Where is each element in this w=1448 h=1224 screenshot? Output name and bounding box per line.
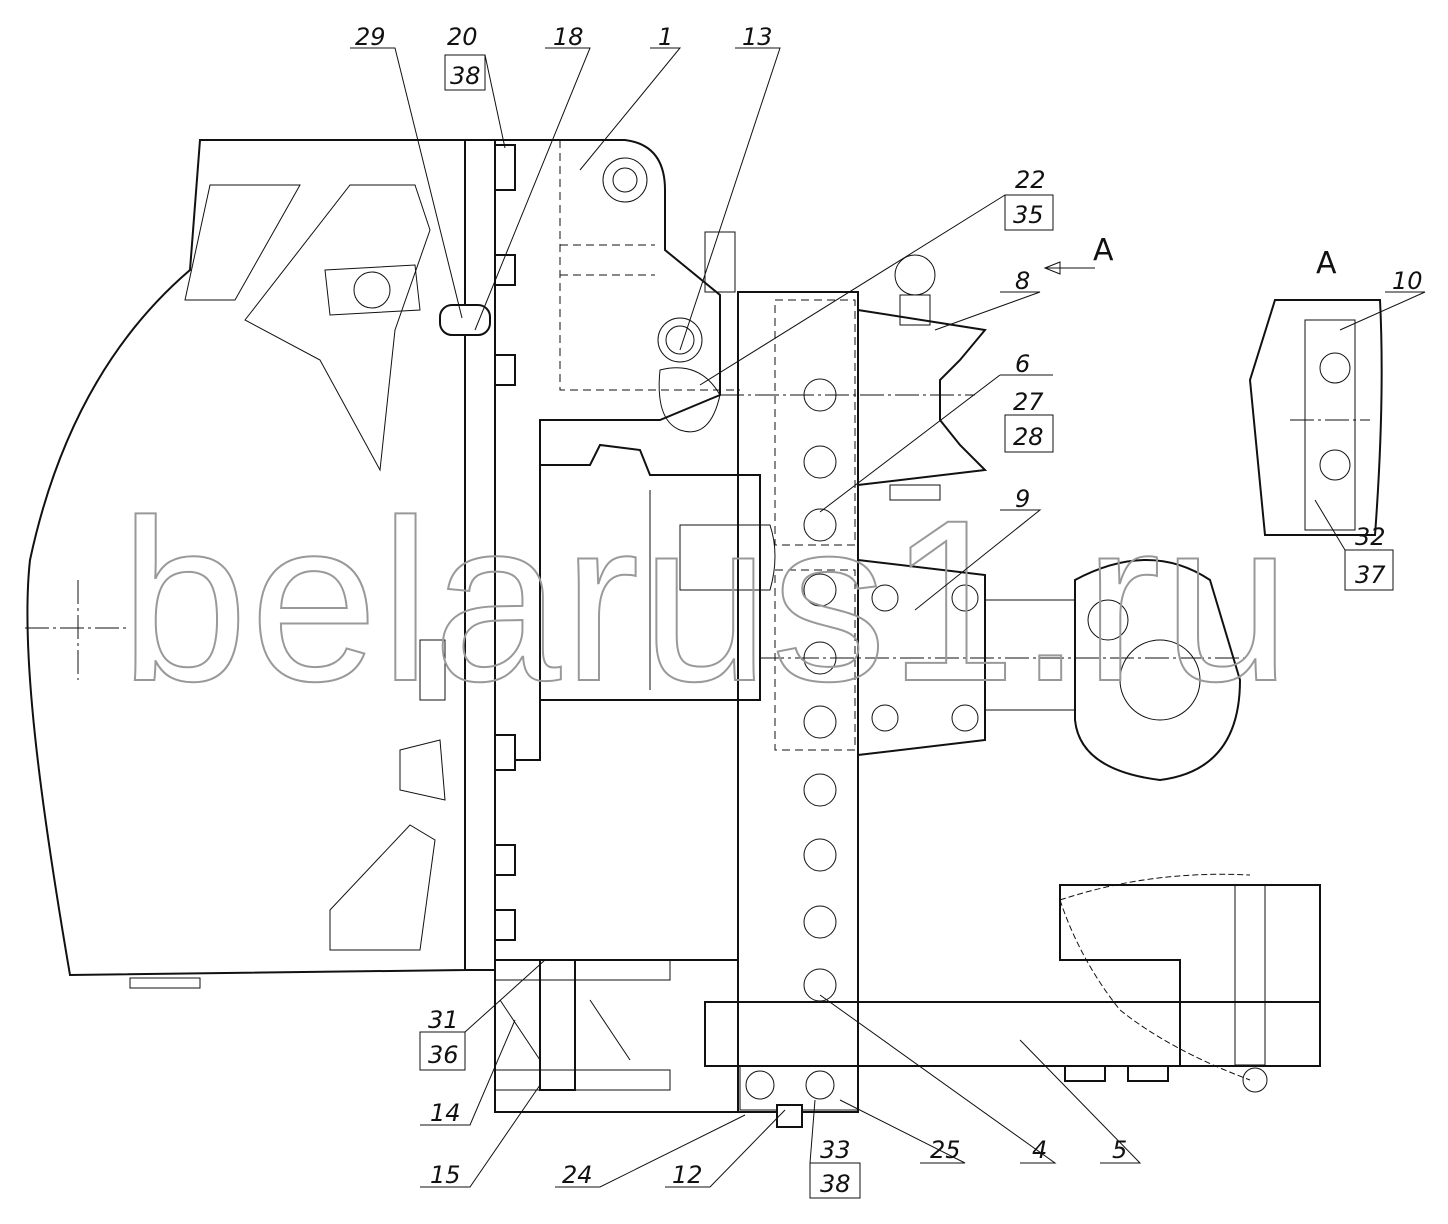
view-a: [1248, 299, 1383, 536]
callout-13: 13: [742, 23, 773, 51]
callout-14: 14: [430, 1099, 461, 1127]
callout-38: 38: [450, 62, 481, 90]
callout-33: 33: [820, 1136, 851, 1164]
callout-4: 4: [1032, 1136, 1047, 1164]
section-arrow-label: A: [1093, 233, 1114, 268]
view-a-label: A: [1316, 246, 1337, 281]
callout-32: 32: [1355, 523, 1386, 551]
callout-28: 28: [1013, 423, 1044, 451]
callout-31: 31: [428, 1006, 459, 1034]
callout-22: 22: [1015, 166, 1046, 194]
callout-37: 37: [1355, 561, 1386, 589]
mounting-plate: [464, 139, 496, 971]
callout-18: 18: [553, 23, 584, 51]
callout-29: 29: [355, 23, 386, 51]
callout-38-bottom: 38: [820, 1170, 851, 1198]
callout-27: 27: [1013, 388, 1044, 416]
callout-25: 25: [930, 1136, 961, 1164]
callout-5: 5: [1112, 1136, 1127, 1164]
callout-9: 9: [1015, 485, 1030, 513]
leader-lines: [350, 47, 1426, 1199]
tractor-housing: [26, 139, 466, 977]
callout-6: 6: [1015, 350, 1030, 378]
drawbar: [704, 1001, 1321, 1067]
callout-8: 8: [1015, 267, 1030, 295]
callout-1: 1: [658, 23, 673, 51]
callout-10: 10: [1392, 267, 1423, 295]
callout-36: 36: [428, 1041, 459, 1069]
callout-15: 15: [430, 1161, 461, 1189]
callout-12: 12: [672, 1161, 703, 1189]
watermark: belarus1.ru: [120, 472, 1293, 729]
callout-35: 35: [1013, 201, 1044, 229]
callout-24: 24: [562, 1161, 593, 1189]
callout-20: 20: [447, 23, 478, 51]
